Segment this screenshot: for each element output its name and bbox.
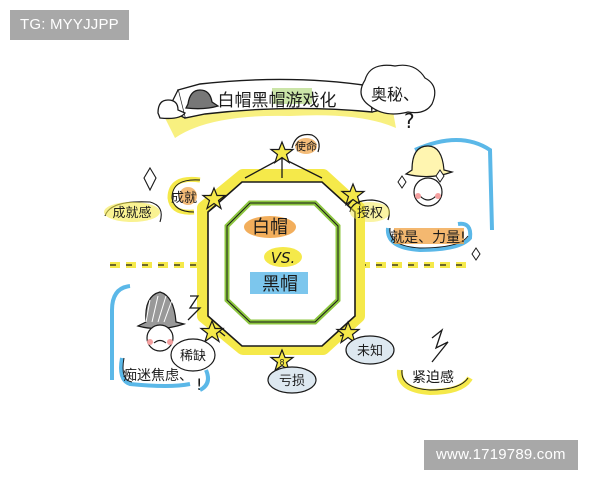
svg-text:8: 8 — [279, 358, 284, 367]
black-hat-character: 痴迷焦虑、 ! — [110, 284, 210, 394]
node-8-loss: 8 亏损 — [267, 349, 317, 394]
svg-text:稀缺: 稀缺 — [180, 349, 206, 364]
svg-text:亏损: 亏损 — [279, 374, 305, 389]
node-7-unknown: 未知 — [336, 321, 395, 365]
svg-text:白帽黑帽游戏化: 白帽黑帽游戏化 — [218, 91, 337, 111]
svg-text:紧迫感: 紧迫感 — [412, 369, 454, 386]
lightning-icon — [187, 295, 202, 321]
vs-label: VS. — [264, 247, 302, 267]
node-3-achievement: 成就 — [167, 176, 226, 215]
hat-icons — [157, 89, 220, 120]
watermark-top-left: TG: MYYJJPP — [10, 10, 129, 40]
white-hat-character: 就是、力量! — [385, 138, 494, 261]
svg-text:奥秘、: 奥秘、 — [371, 85, 419, 104]
svg-text:黑帽: 黑帽 — [262, 274, 298, 295]
node-2-empowerment: 授权 — [341, 183, 390, 222]
white-hat-label: 白帽 — [244, 216, 296, 238]
svg-text:就是、力量!: 就是、力量! — [390, 230, 466, 246]
svg-text:痴迷焦虑、: 痴迷焦虑、 — [123, 368, 193, 384]
sparkle-icon — [143, 166, 157, 192]
svg-text:白帽: 白帽 — [252, 217, 288, 238]
question-mark-icon: ? — [404, 109, 415, 133]
watermark-bottom-right: www.1719789.com — [424, 440, 578, 470]
node-1-mission: 使命 — [270, 133, 320, 164]
black-hat-label: 黑帽 — [250, 272, 308, 295]
svg-text:未知: 未知 — [357, 343, 383, 359]
svg-text:VS.: VS. — [271, 249, 296, 267]
svg-text:授权: 授权 — [357, 205, 383, 221]
exclamation-icon: ! — [196, 375, 202, 394]
title-banner: 白帽黑帽游戏化 — [165, 78, 396, 138]
node-6-scarcity: 稀缺 — [170, 320, 224, 372]
svg-text:使命: 使命 — [295, 139, 317, 153]
lightning-icon — [431, 328, 449, 363]
mystery-cloud: 奥秘、 ? — [360, 64, 436, 133]
svg-text:成就感: 成就感 — [112, 205, 151, 221]
sense-of-achievement: 成就感 — [104, 166, 162, 223]
svg-text:成就: 成就 — [171, 191, 197, 206]
sense-of-urgency: 紧迫感 — [396, 328, 473, 396]
